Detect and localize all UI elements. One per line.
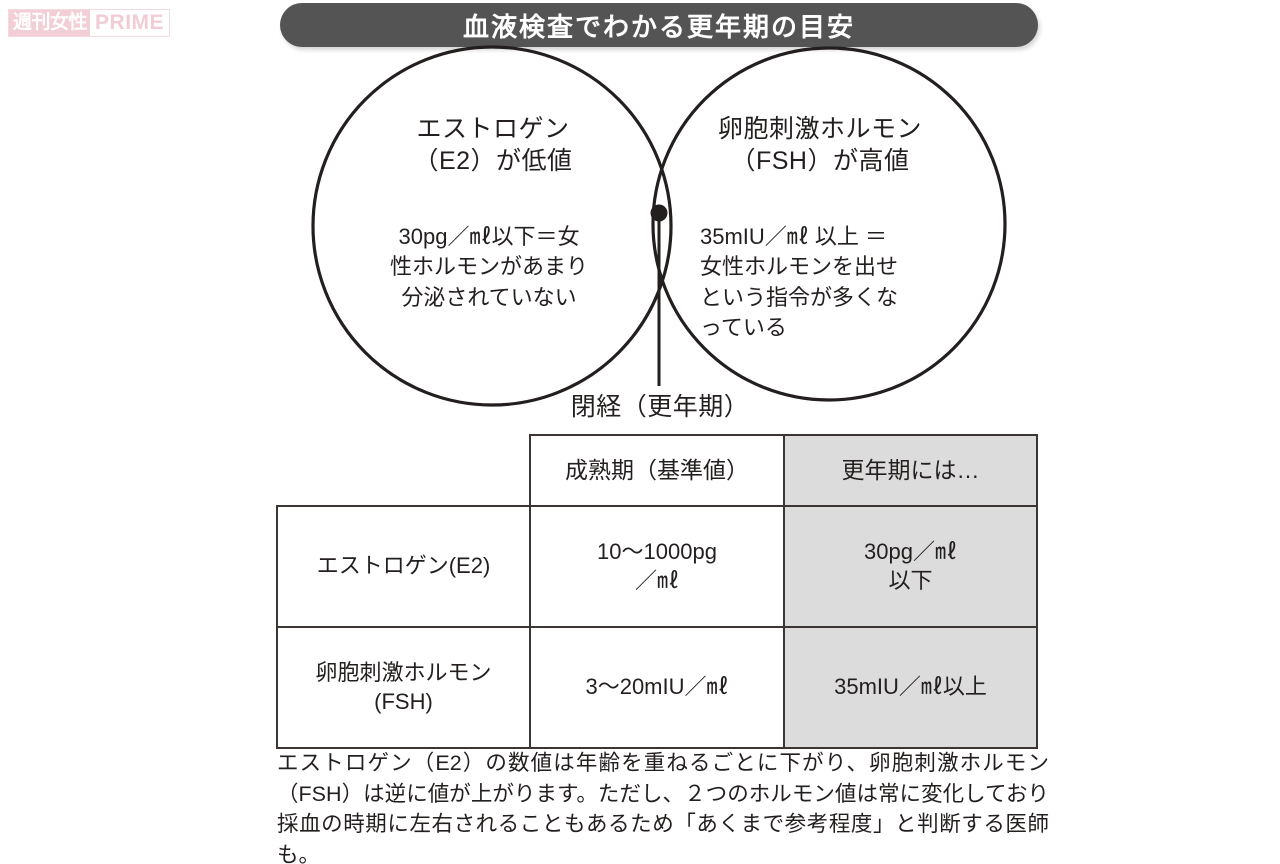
site-logo: 週刊女性 PRIME <box>8 9 171 37</box>
logo-prime-text: PRIME <box>95 11 165 34</box>
menopause-pointer-dot <box>650 204 668 222</box>
table-row-label-fsh: 卵胞刺激ホルモン (FSH) <box>276 626 531 749</box>
table-cell-fsh-normal: 3〜20mIU／㎖ <box>529 626 785 749</box>
venn-circle-fsh <box>651 46 1007 402</box>
footnote-text: エストロゲン（E2）の数値は年齢を重ねるごとに下がり、卵胞刺激ホルモン（FSH）… <box>277 751 1049 864</box>
table-header-blank <box>277 435 531 506</box>
table-cell-estrogen-normal: 10〜1000pg ／㎖ <box>529 505 785 628</box>
table-row: エストロゲン(E2) 10〜1000pg ／㎖ 30pg／㎖ 以下 <box>276 505 1038 628</box>
page-title: 血液検査でわかる更年期の目安 <box>462 11 855 42</box>
venn-intersection-label: 閉経（更年期） <box>570 393 750 421</box>
venn-circle-estrogen <box>311 45 673 407</box>
table-row-label-estrogen: エストロゲン(E2) <box>276 505 531 628</box>
venn-left-body: 30pg／㎖以下＝女 性ホルモンがあまり 分泌されていない <box>389 224 588 310</box>
table-header-row: 成熟期（基準値） 更年期には… <box>277 434 1038 507</box>
venn-left-heading: エストロゲン （E2）が低値 <box>413 115 573 175</box>
table-header-normal: 成熟期（基準値） <box>529 434 785 507</box>
table-cell-fsh-menopause: 35mIU／㎖以上 <box>783 626 1038 749</box>
table-row: 卵胞刺激ホルモン (FSH) 3〜20mIU／㎖ 35mIU／㎖以上 <box>276 626 1038 749</box>
hormone-comparison-table: 成熟期（基準値） 更年期には… エストロゲン(E2) 10〜1000pg ／㎖ … <box>276 434 1038 749</box>
table-cell-estrogen-menopause: 30pg／㎖ 以下 <box>783 505 1038 628</box>
venn-right-body: 35mIU／㎖ 以上 ＝ 女性ホルモンを出せ という指令が多くな っている <box>700 224 899 341</box>
title-banner: 血液検査でわかる更年期の目安 <box>280 3 1038 47</box>
logo-japanese-text: 週刊女性 <box>9 10 91 36</box>
venn-diagram <box>311 45 1007 407</box>
venn-right-heading: 卵胞刺激ホルモン （FSH）が高値 <box>717 115 922 175</box>
table-header-menopause: 更年期には… <box>783 434 1038 507</box>
